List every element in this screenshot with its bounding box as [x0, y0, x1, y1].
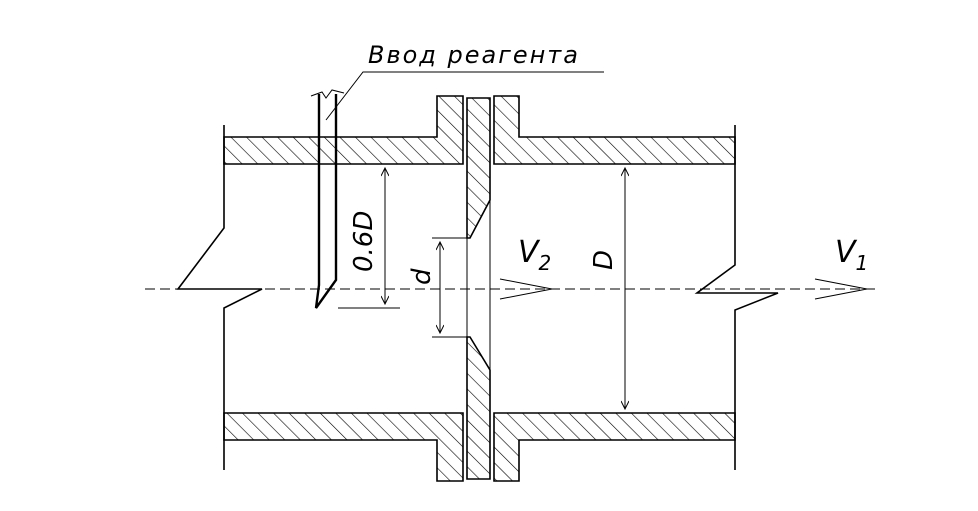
reagent-inlet-label: Ввод реагента: [368, 41, 580, 69]
left-break-line: [176, 125, 263, 470]
reagent-inlet-tube: [314, 94, 338, 309]
upper-right-pipe-wall: [493, 95, 736, 165]
v1-label: V1: [835, 235, 868, 275]
reagent-tube-break: [310, 89, 345, 99]
upper-left-pipe-wall: [223, 95, 464, 165]
lower-left-pipe-wall: [223, 412, 464, 482]
orifice-plate-lower: [466, 336, 491, 480]
orifice-plate-upper: [466, 97, 491, 239]
v2-label: V2: [518, 235, 551, 275]
reagent-leader-line: [325, 71, 604, 121]
v2-arrow: [499, 278, 553, 300]
dim-06D-label: 0.6D: [349, 211, 379, 272]
dim-D-label: D: [589, 250, 619, 270]
v1-arrow: [814, 278, 868, 300]
right-break-line: [694, 125, 779, 470]
dim-d-label: d: [407, 268, 437, 285]
lower-right-pipe-wall: [493, 412, 736, 482]
